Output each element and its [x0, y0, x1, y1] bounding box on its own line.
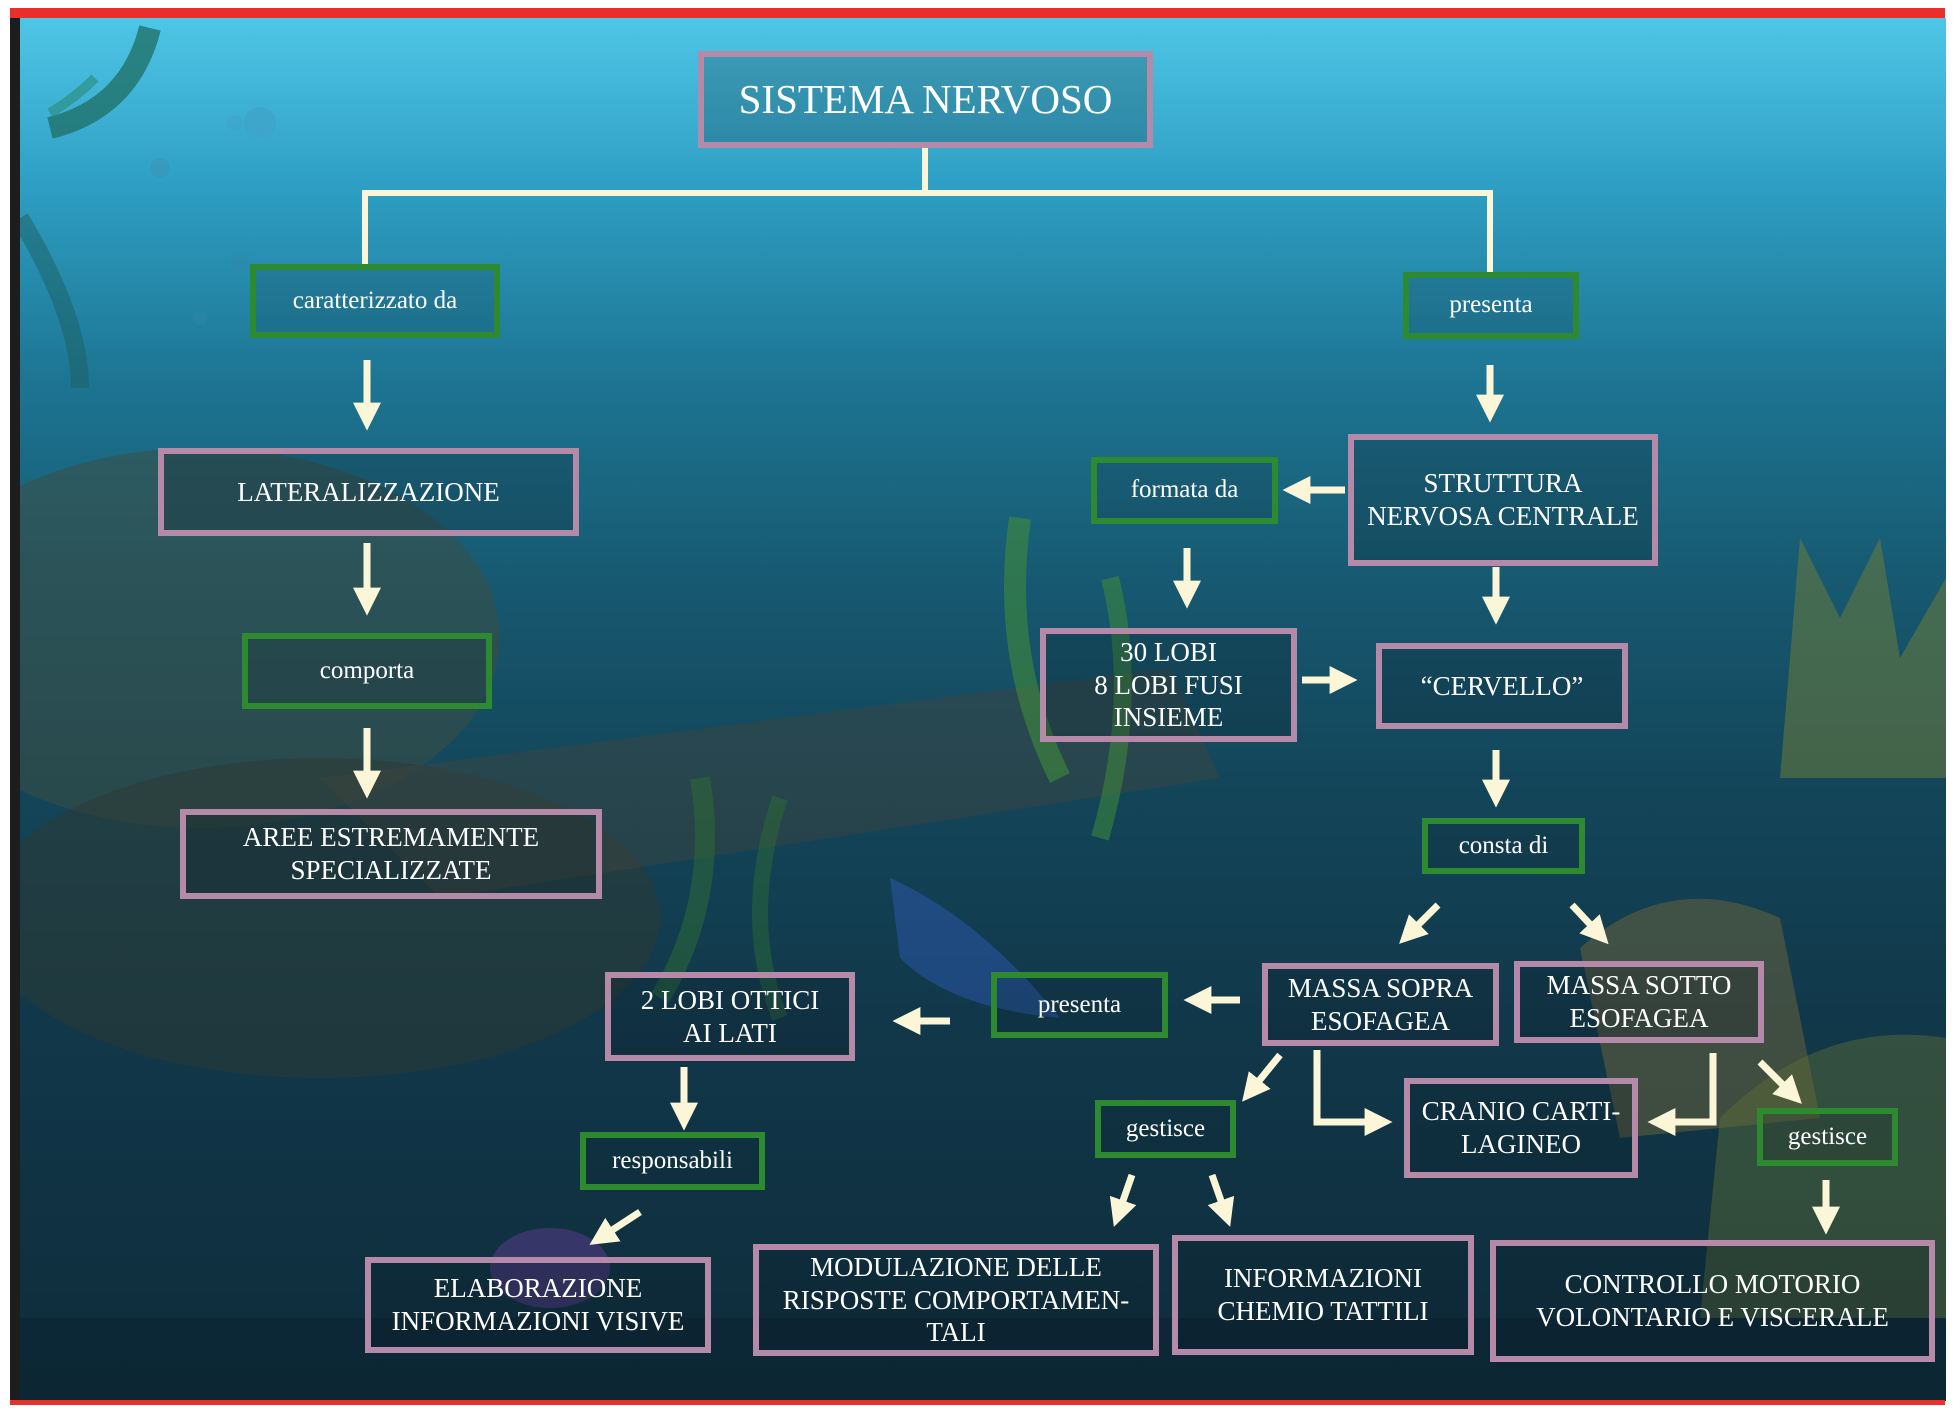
link-comporta: comporta [242, 633, 492, 709]
left-dark-edge [10, 18, 20, 1401]
background-illustration [20, 25, 1946, 1401]
presenta-right-label: presenta [1449, 291, 1533, 319]
arrow-to-gestisce-left [1242, 1052, 1283, 1102]
concept-aree-specializzate: AREE ESTREMAMENTE SPECIALIZZATE [180, 809, 602, 899]
link-gestisce-right: gestisce [1757, 1108, 1898, 1166]
modulazione-label: MODULAZIONE DELLE RISPOSTE COMPORTAMEN- … [782, 1251, 1130, 1348]
arrow-to-gestisce-right [1757, 1059, 1802, 1104]
massa-sotto-label: MASSA SOTTO ESOFAGEA [1546, 970, 1732, 1033]
top-red-bar [10, 8, 1945, 18]
link-gestisce-left: gestisce [1095, 1100, 1236, 1158]
root-label: SISTEMA NERVOSO [738, 76, 1113, 123]
lobi-ottici-label: 2 LOBI OTTICI AI LATI [640, 984, 820, 1048]
struttura-label: STRUTTURA NERVOSA CENTRALE [1367, 468, 1639, 531]
gestisce-left-label: gestisce [1125, 1114, 1206, 1142]
arrow-to-informazioni [1207, 1173, 1235, 1227]
concept-lateralizzazione: LATERALIZZAZIONE [158, 448, 579, 536]
link-responsabili: responsabili [580, 1132, 765, 1190]
arrow-massa-sopra-to-cranio [1313, 1050, 1393, 1136]
link-presenta-right: presenta [1403, 272, 1579, 339]
responsabili-label: responsabili [612, 1146, 733, 1174]
lobi-label: 30 LOBI 8 LOBI FUSI INSIEME [1094, 636, 1243, 733]
massa-sopra-label: MASSA SOPRA ESOFAGEA [1287, 972, 1474, 1036]
arrow-to-massa-sopra [1399, 902, 1441, 944]
consta-di-label: consta di [1458, 831, 1549, 859]
caratterizzato-da-label: caratterizzato da [292, 286, 458, 314]
link-consta-di: consta di [1422, 818, 1585, 874]
root-concept-sistema-nervoso: SISTEMA NERVOSO [698, 51, 1153, 148]
link-caratterizzato-da: caratterizzato da [250, 264, 500, 338]
concept-modulazione-risposte: MODULAZIONE DELLE RISPOSTE COMPORTAMEN- … [753, 1244, 1159, 1356]
link-presenta-left: presenta [991, 972, 1168, 1038]
concept-massa-sotto-esofagea: MASSA SOTTO ESOFAGEA [1514, 961, 1764, 1043]
concept-controllo-motorio: CONTROLLO MOTORIO VOLONTARIO E VISCERALE [1490, 1240, 1935, 1362]
concept-cranio-cartilagineo: CRANIO CARTI- LAGINEO [1404, 1078, 1638, 1178]
concept-2-lobi-ottici: 2 LOBI OTTICI AI LATI [605, 972, 855, 1061]
root-branch-line [362, 145, 1493, 276]
informazioni-label: INFORMAZIONI CHEMIO TATTILI [1217, 1263, 1429, 1326]
concept-cervello: “CERVELLO” [1376, 643, 1628, 729]
arrow-to-modulazione [1109, 1173, 1137, 1227]
cranio-label: CRANIO CARTI- LAGINEO [1421, 1096, 1621, 1159]
link-formata-da: formata da [1091, 457, 1278, 524]
presenta-left-label: presenta [1037, 990, 1122, 1018]
arrow-to-massa-sotto [1569, 902, 1609, 945]
arrow-to-elaborazione [589, 1209, 642, 1245]
controllo-label: CONTROLLO MOTORIO VOLONTARIO E VISCERALE [1536, 1269, 1889, 1332]
concept-30-lobi: 30 LOBI 8 LOBI FUSI INSIEME [1040, 628, 1297, 742]
concept-informazioni-chemio-tattili: INFORMAZIONI CHEMIO TATTILI [1172, 1235, 1474, 1355]
formata-da-label: formata da [1130, 476, 1239, 504]
elaborazione-label: ELABORAZIONE INFORMAZIONI VISIVE [391, 1273, 685, 1336]
arrow-massa-sotto-to-cranio [1647, 1053, 1717, 1136]
concept-struttura-nervosa-centrale: STRUTTURA NERVOSA CENTRALE [1348, 434, 1658, 566]
lateralizzazione-label: LATERALIZZAZIONE [237, 476, 500, 507]
concept-elaborazione-informazioni-visive: ELABORAZIONE INFORMAZIONI VISIVE [365, 1257, 711, 1353]
concept-massa-sopra-esofagea: MASSA SOPRA ESOFAGEA [1262, 963, 1499, 1046]
gestisce-right-label: gestisce [1787, 1122, 1868, 1150]
bottom-red-bar [10, 1400, 1945, 1405]
aree-label: AREE ESTREMAMENTE SPECIALIZZATE [242, 822, 540, 885]
comporta-label: comporta [319, 656, 415, 684]
cervello-label: “CERVELLO” [1420, 670, 1584, 701]
